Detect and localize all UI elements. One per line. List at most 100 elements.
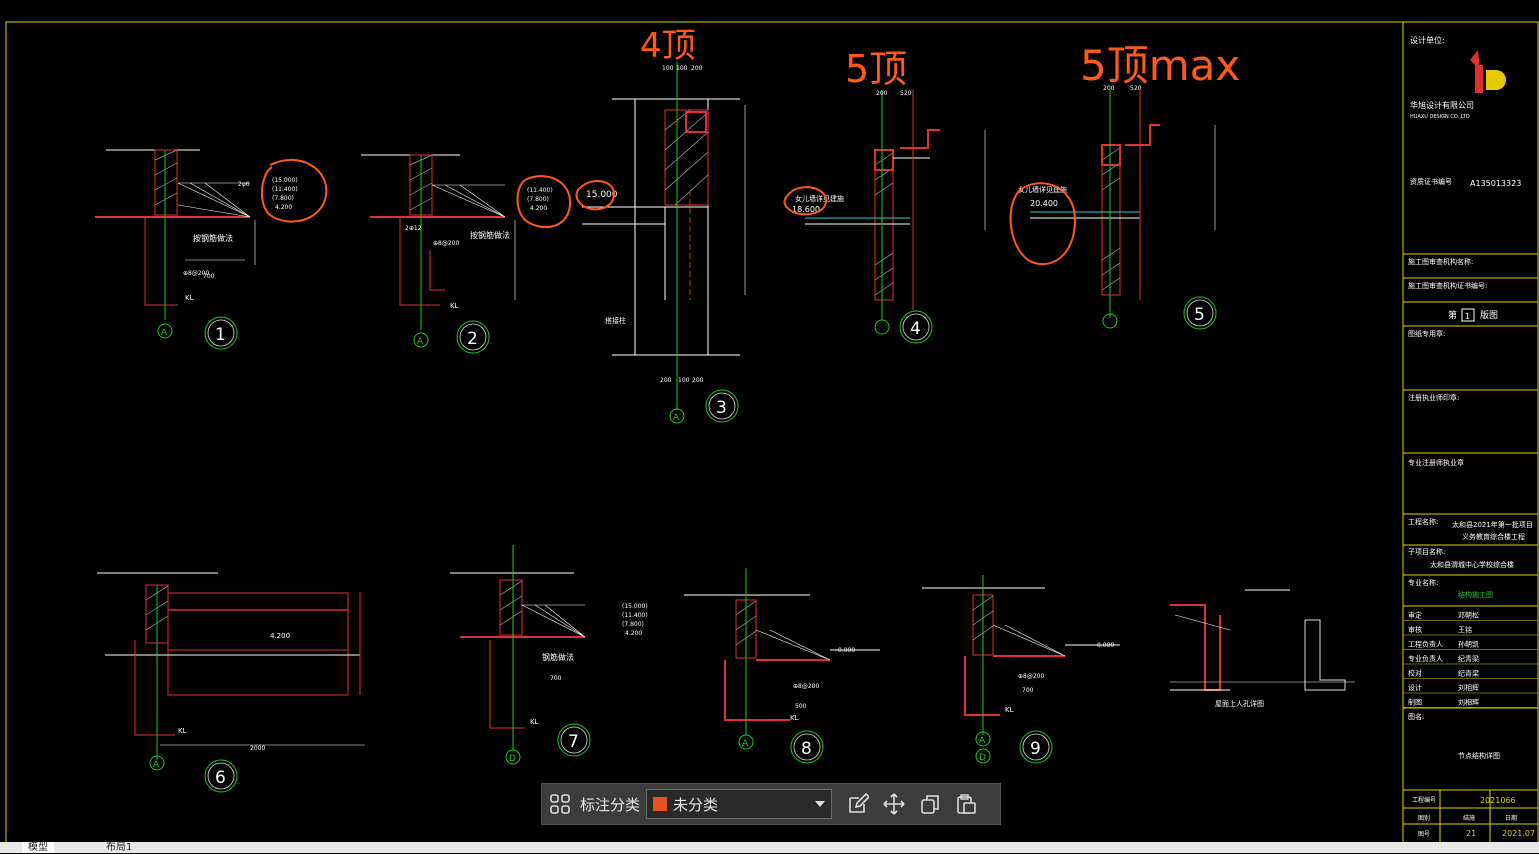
svg-text:1: 1 bbox=[1465, 312, 1470, 321]
detail-4: 女儿墙详见建施 18.600 200 520 4 bbox=[783, 90, 986, 344]
layout-tab-bar: 模型 布局1 bbox=[0, 842, 1539, 853]
elev-d1-0: (15.000) bbox=[272, 177, 298, 184]
detail-5: 女儿墙详见建施 20.400 200 520 5 bbox=[1009, 85, 1217, 330]
signature-role: 校对 bbox=[1408, 669, 1422, 678]
edit-icon bbox=[849, 793, 870, 813]
ink-note-top5max: 5顶max bbox=[1080, 41, 1240, 90]
signature-role: 审核 bbox=[1408, 625, 1422, 634]
svg-text:女儿墙详见建施: 女儿墙详见建施 bbox=[795, 194, 844, 203]
category-selected-value: 未分类 bbox=[673, 795, 719, 814]
elev-d2-2: 4.200 bbox=[530, 205, 547, 212]
svg-text:专业名称:: 专业名称: bbox=[1408, 578, 1438, 587]
svg-text:500: 500 bbox=[795, 703, 807, 710]
svg-text:⊕8@200: ⊕8@200 bbox=[793, 683, 819, 690]
tab-layout1[interactable]: 布局1 bbox=[106, 842, 133, 853]
svg-text:工程名称:: 工程名称: bbox=[1408, 517, 1438, 526]
svg-text:A: A bbox=[161, 328, 168, 338]
detail-number-4: 4 bbox=[910, 319, 921, 339]
svg-text:KL: KL bbox=[530, 718, 539, 726]
svg-text:结施: 结施 bbox=[1463, 814, 1475, 822]
elev-d7-3: 4.200 bbox=[625, 630, 642, 637]
edit-button[interactable] bbox=[840, 786, 876, 822]
svg-text:华旭设计有限公司: 华旭设计有限公司 bbox=[1410, 100, 1474, 110]
grid-view-button[interactable] bbox=[542, 786, 578, 822]
detail-7: 钢筋做法 700 KL (15.000) (11.400) (7.800) 4.… bbox=[450, 545, 648, 765]
detail-2: 按钢筋做法 2⊕12 ⊕8@200 KL (11.400) (7.800) 4.… bbox=[361, 154, 572, 354]
caret-down-icon bbox=[815, 801, 826, 807]
elev-d6: 4.200 bbox=[270, 632, 290, 640]
roof-hatch-detail: 屋面上人孔详图 bbox=[1170, 589, 1355, 708]
bar-label: 按钢筋做法 bbox=[193, 233, 233, 243]
category-select[interactable]: 未分类 bbox=[646, 789, 833, 819]
elev-d2-1: (7.800) bbox=[527, 196, 549, 203]
signature-name: 刘相辉 bbox=[1458, 698, 1479, 707]
svg-text:结构施工图: 结构施工图 bbox=[1458, 590, 1493, 599]
signature-name: 孙朝凯 bbox=[1458, 640, 1479, 649]
detail-number-8: 8 bbox=[801, 739, 812, 759]
title-block: 设计单位: 华旭设计有限公司 HUAXU DESIGN CO.,LTD 资质证书… bbox=[1403, 35, 1538, 844]
detail-6: 2000 4.200 KL A 6 bbox=[97, 572, 365, 793]
svg-text:2⊕12: 2⊕12 bbox=[405, 225, 422, 232]
svg-text:KL: KL bbox=[178, 727, 187, 735]
signature-role: 设计 bbox=[1408, 683, 1422, 692]
detail-number-5: 5 bbox=[1194, 305, 1205, 325]
copy-button[interactable] bbox=[912, 786, 948, 822]
handwritten-notes: 4顶 5顶 5顶max bbox=[640, 26, 1240, 91]
category-label: 标注分类 bbox=[580, 795, 641, 814]
svg-text:100: 100 bbox=[678, 377, 690, 384]
ink-note-top5: 5顶 bbox=[845, 47, 907, 91]
detail-number-2: 2 bbox=[467, 329, 478, 349]
svg-text:D: D bbox=[509, 754, 516, 764]
signature-role: 专业负责人 bbox=[1408, 654, 1443, 663]
signature-rows: 审定邓朝松审核王铭工程负责人孙朝凯专业负责人纪青梁校对纪青梁设计刘相辉制图刘相辉 bbox=[1403, 611, 1538, 708]
svg-text:女儿墙详见建施: 女儿墙详见建施 bbox=[1018, 185, 1067, 194]
signature-role: 工程负责人 bbox=[1408, 640, 1443, 649]
signature-role: 审定 bbox=[1408, 611, 1422, 620]
annotation-toolbar: 标注分类 未分类 bbox=[541, 783, 1001, 825]
detail-8: 0.000 ⊕8@200 500 KL A 8 bbox=[684, 568, 880, 764]
move-button[interactable] bbox=[876, 786, 912, 822]
paste-button[interactable] bbox=[948, 786, 984, 822]
svg-text:D: D bbox=[979, 753, 986, 763]
svg-text:100: 100 bbox=[662, 65, 674, 72]
svg-text:太和县2021年第一批项目: 太和县2021年第一批项目 bbox=[1452, 520, 1533, 529]
svg-text:700: 700 bbox=[550, 675, 562, 682]
svg-text:按钢筋做法: 按钢筋做法 bbox=[470, 230, 510, 240]
svg-text:图纸专用章:: 图纸专用章: bbox=[1408, 329, 1445, 338]
elev-d8: 0.000 bbox=[838, 647, 855, 654]
elev-d1-2: (7.800) bbox=[272, 195, 294, 202]
svg-text:A: A bbox=[979, 736, 986, 746]
svg-text:工程编号: 工程编号 bbox=[1412, 796, 1436, 804]
detail-number-9: 9 bbox=[1030, 739, 1041, 759]
detail-number-7: 7 bbox=[568, 732, 579, 752]
detail-number-3: 3 bbox=[716, 398, 727, 418]
svg-text:⊕8@200: ⊕8@200 bbox=[183, 270, 209, 277]
svg-text:⊕8@200: ⊕8@200 bbox=[433, 240, 459, 247]
svg-text:设计单位:: 设计单位: bbox=[1410, 35, 1445, 45]
signature-name: 刘相辉 bbox=[1458, 683, 1479, 692]
svg-text:节点结构详图: 节点结构详图 bbox=[1458, 751, 1500, 760]
svg-text:太和县渭城中心学校综合楼: 太和县渭城中心学校综合楼 bbox=[1430, 560, 1514, 569]
svg-text:图别: 图别 bbox=[1418, 814, 1430, 822]
detail-number-1: 1 bbox=[215, 325, 226, 345]
elev-d1-3: 4.200 bbox=[275, 204, 292, 211]
detail-number-6: 6 bbox=[215, 768, 226, 788]
svg-text:A: A bbox=[153, 760, 160, 770]
elev-d4: 18.600 bbox=[792, 205, 820, 214]
svg-text:200: 200 bbox=[692, 377, 704, 384]
svg-text:第: 第 bbox=[1448, 309, 1457, 321]
category-color-swatch bbox=[653, 797, 668, 811]
svg-text:200: 200 bbox=[691, 65, 703, 72]
roof-caption: 屋面上人孔详图 bbox=[1215, 699, 1264, 708]
tab-model[interactable]: 模型 bbox=[22, 842, 54, 853]
ink-circle-d3 bbox=[575, 179, 616, 211]
detail-1: 2φ6 按钢筋做法 ⊕8@200 700 KL (15.000) (11.400… bbox=[95, 149, 328, 350]
svg-text:200: 200 bbox=[876, 90, 888, 97]
svg-text:施工图审查机构证书编号:: 施工图审查机构证书编号: bbox=[1408, 281, 1487, 290]
svg-text:2021066: 2021066 bbox=[1480, 796, 1516, 805]
svg-text:A135013323: A135013323 bbox=[1470, 179, 1521, 188]
svg-text:700: 700 bbox=[203, 273, 215, 280]
svg-text:100: 100 bbox=[676, 65, 688, 72]
svg-text:A: A bbox=[417, 337, 424, 347]
